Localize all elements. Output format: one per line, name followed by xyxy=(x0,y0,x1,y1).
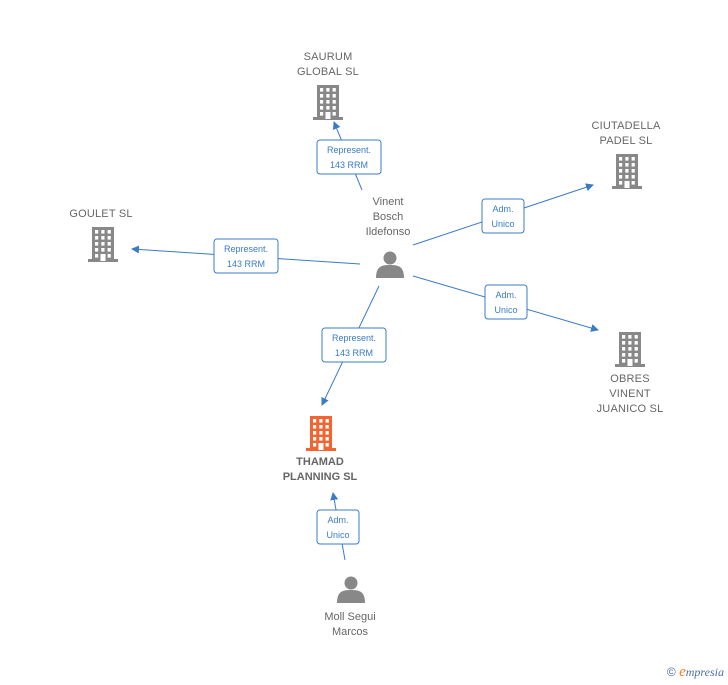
brand-name: mpresia xyxy=(685,665,724,679)
node-label: CIUTADELLA xyxy=(591,120,660,132)
edge-label-box[interactable] xyxy=(321,327,387,363)
edge-moll-thamad: Adm. Unico xyxy=(316,492,360,561)
node-label: Bosch xyxy=(373,211,404,223)
building-icon xyxy=(612,154,642,189)
edge-vinent-saurum: Represent. 143 RRM xyxy=(316,121,382,191)
edge-label-box[interactable] xyxy=(484,284,528,320)
node-label: PLANNING SL xyxy=(283,471,358,483)
node-label: Moll Segui xyxy=(324,611,375,623)
edge-label-text: Unico xyxy=(491,219,514,229)
edge-vinent-ciutadella: Adm. Unico xyxy=(412,183,594,246)
brand-initial: e xyxy=(679,664,686,680)
node-label: Marcos xyxy=(332,626,369,638)
edge-label-box[interactable] xyxy=(213,238,279,274)
node-label: OBRES xyxy=(610,373,650,385)
node-label: JUANICO SL xyxy=(597,403,664,415)
node-thamad[interactable]: THAMAD PLANNING SL xyxy=(283,416,358,483)
node-label: VINENT xyxy=(609,388,651,400)
edge-label-text: 143 RRM xyxy=(330,160,368,170)
edge-label-text: Represent. xyxy=(224,244,268,254)
building-icon xyxy=(306,416,336,451)
node-label: THAMAD xyxy=(296,456,344,468)
edge-label-text: Adm. xyxy=(327,515,348,525)
node-label: GOULET SL xyxy=(69,208,132,220)
building-icon xyxy=(313,85,343,120)
edge-label-text: Adm. xyxy=(495,290,516,300)
node-label: Vinent xyxy=(373,196,404,208)
edge-label-text: 143 RRM xyxy=(335,348,373,358)
building-icon xyxy=(88,227,118,262)
footer-brand: © empresia xyxy=(667,664,724,681)
node-ciutadella[interactable]: CIUTADELLA PADEL SL xyxy=(591,120,661,189)
edge-label-text: 143 RRM xyxy=(227,259,265,269)
edge-label-text: Unico xyxy=(326,530,349,540)
edge-vinent-goulet: Represent. 143 RRM xyxy=(131,238,361,274)
edge-label-text: Represent. xyxy=(327,145,371,155)
edge-vinent-thamad: Represent. 143 RRM xyxy=(321,285,387,406)
node-label: Ildefonso xyxy=(366,226,411,238)
node-label: GLOBAL SL xyxy=(297,66,359,78)
copyright-symbol: © xyxy=(666,665,676,679)
edge-label-text: Represent. xyxy=(332,333,376,343)
node-label: PADEL SL xyxy=(600,135,653,147)
edge-label-box[interactable] xyxy=(316,509,360,545)
node-obres[interactable]: OBRES VINENT JUANICO SL xyxy=(597,332,664,415)
edge-vinent-obres: Adm. Unico xyxy=(412,275,599,332)
edge-label-box[interactable] xyxy=(481,198,525,234)
node-goulet[interactable]: GOULET SL xyxy=(69,208,132,262)
edge-label-box[interactable] xyxy=(316,139,382,175)
edge-label-text: Adm. xyxy=(492,204,513,214)
node-saurum[interactable]: SAURUM GLOBAL SL xyxy=(297,51,359,120)
building-icon xyxy=(615,332,645,367)
edge-label-text: Unico xyxy=(494,305,517,315)
person-icon xyxy=(337,576,365,603)
person-icon xyxy=(376,251,404,278)
node-label: SAURUM xyxy=(304,51,353,63)
